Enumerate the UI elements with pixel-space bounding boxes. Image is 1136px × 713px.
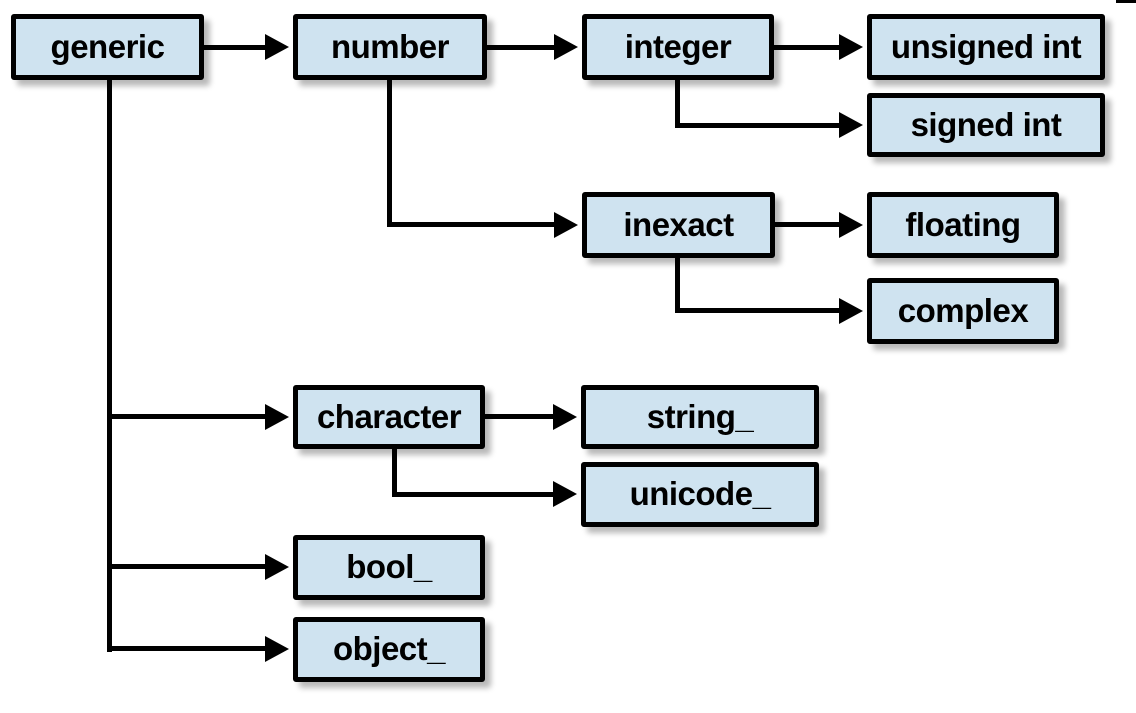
edge-inexact-floating-arrowhead-icon xyxy=(839,212,863,238)
edge-inexact-complex-vline xyxy=(675,258,680,313)
node-signed-int: signed int xyxy=(867,93,1105,157)
node-bool-label: bool_ xyxy=(346,548,432,585)
edge-inexact-floating-line xyxy=(775,222,839,227)
edge-generic-character-line xyxy=(107,414,265,419)
edge-number-integer-arrowhead-icon xyxy=(554,34,578,60)
edge-integer-unsigned-arrowhead-icon xyxy=(839,34,863,60)
node-complex-label: complex xyxy=(897,291,1029,329)
edge-integer-signed-arrowhead-icon xyxy=(839,112,863,138)
node-number: number xyxy=(293,14,487,80)
node-bool: bool_ xyxy=(293,535,485,600)
edge-generic-character-arrowhead-icon xyxy=(265,404,289,430)
edge-generic-bool-arrowhead-icon xyxy=(265,554,289,580)
node-unsigned-int: unsigned int xyxy=(867,14,1105,80)
node-object: object_ xyxy=(293,617,485,682)
node-unicode: unicode_ xyxy=(581,462,819,527)
edge-integer-unsigned-line xyxy=(774,45,839,50)
node-string: string_ xyxy=(581,385,819,449)
node-complex: complex xyxy=(867,278,1059,344)
node-character: character xyxy=(293,385,485,449)
edge-character-unicode-vline xyxy=(392,449,397,497)
node-number-label: number xyxy=(330,27,450,65)
node-string-label: string_ xyxy=(646,397,754,435)
edge-inexact-complex-line xyxy=(675,308,839,313)
edge-character-unicode-line xyxy=(392,492,553,497)
edge-number-integer-line xyxy=(487,45,554,50)
edge-generic-number-line xyxy=(204,45,265,50)
edge-generic-object-line xyxy=(107,646,265,651)
edge-character-unicode-arrowhead-icon xyxy=(553,481,577,507)
node-signed-int-label: signed int xyxy=(910,105,1062,143)
node-character-label: character xyxy=(316,397,462,435)
node-inexact: inexact xyxy=(582,192,775,258)
node-unicode-label: unicode_ xyxy=(629,475,771,512)
edge-generic-bool-line xyxy=(107,564,265,569)
node-object-label: object_ xyxy=(332,630,446,667)
node-generic: generic xyxy=(11,14,204,80)
node-integer: integer xyxy=(582,14,774,80)
node-inexact-label: inexact xyxy=(623,205,734,243)
edge-inexact-complex-arrowhead-icon xyxy=(839,298,863,324)
node-generic-label: generic xyxy=(50,27,165,65)
edge-number-inexact-arrowhead-icon xyxy=(554,212,578,238)
edge-character-string-line xyxy=(485,414,553,419)
crop-artifact xyxy=(1116,0,1136,3)
node-floating-label: floating xyxy=(905,205,1021,243)
node-integer-label: integer xyxy=(624,27,732,65)
edge-integer-signed-vline xyxy=(675,80,680,127)
node-floating: floating xyxy=(867,192,1059,258)
edge-integer-signed-line xyxy=(675,123,839,128)
edge-generic-object-arrowhead-icon xyxy=(265,636,289,662)
node-unsigned-int-label: unsigned int xyxy=(890,27,1082,65)
edge-number-inexact-line xyxy=(387,222,554,227)
edge-character-string-arrowhead-icon xyxy=(553,404,577,430)
edge-generic-trunk-vline xyxy=(107,80,112,652)
edge-number-inexact-vline xyxy=(387,80,392,227)
edge-generic-number-arrowhead-icon xyxy=(265,34,289,60)
